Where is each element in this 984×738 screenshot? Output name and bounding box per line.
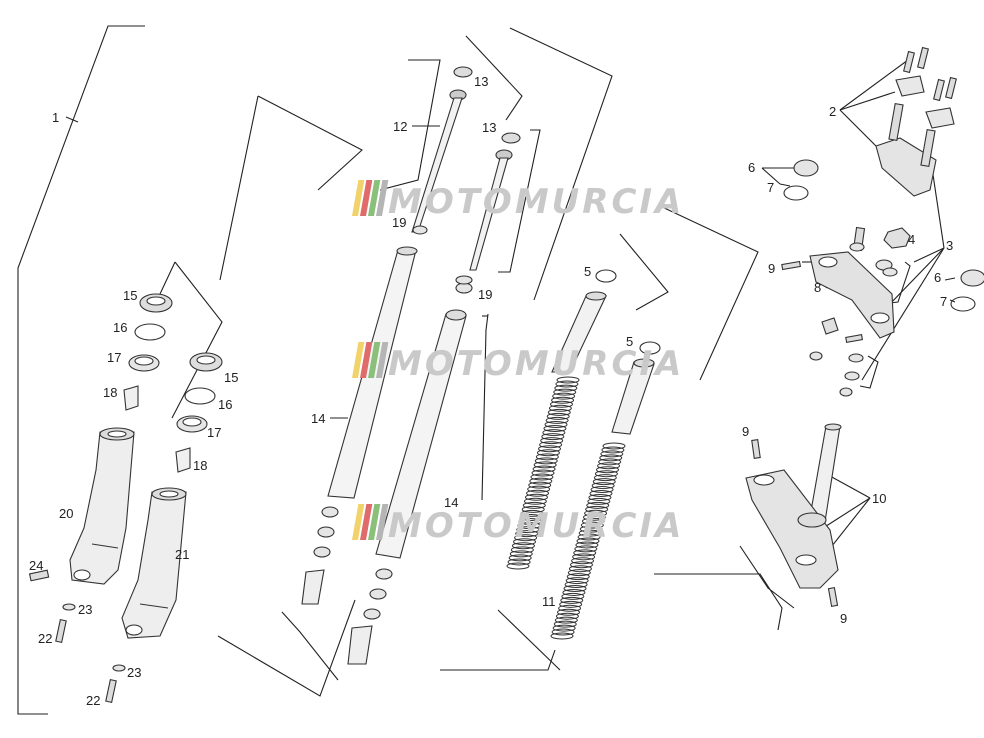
callout-23b: 23 bbox=[127, 665, 141, 680]
callout-2: 2 bbox=[829, 104, 836, 119]
callout-9a: 9 bbox=[768, 261, 775, 276]
callout-13b: 13 bbox=[482, 120, 496, 135]
callout-16b: 16 bbox=[218, 397, 232, 412]
callout-13a: 13 bbox=[474, 74, 488, 89]
callout-16a: 16 bbox=[113, 320, 127, 335]
callout-22b: 22 bbox=[86, 693, 100, 708]
callout-24: 24 bbox=[29, 558, 43, 573]
callout-7a: 7 bbox=[767, 180, 774, 195]
callout-9c: 9 bbox=[840, 611, 847, 626]
callout-15a: 15 bbox=[123, 288, 137, 303]
watermark-text: MOTOMURCIA bbox=[388, 344, 684, 384]
callout-10: 10 bbox=[872, 491, 886, 506]
callout-14b: 14 bbox=[444, 495, 458, 510]
callout-12: 12 bbox=[393, 119, 407, 134]
springs bbox=[506, 269, 661, 640]
callout-18b: 18 bbox=[193, 458, 207, 473]
callout-19b: 19 bbox=[478, 287, 492, 302]
callout-17a: 17 bbox=[107, 350, 121, 365]
fork-legs bbox=[69, 427, 187, 639]
watermark-motomurcia: MOTOMURCIA bbox=[352, 504, 684, 546]
leader-lines bbox=[17, 25, 956, 715]
watermark-text: MOTOMURCIA bbox=[388, 506, 684, 546]
callout-23a: 23 bbox=[78, 602, 92, 617]
watermark-motomurcia: MOTOMURCIA bbox=[352, 180, 684, 222]
seals-and-rings bbox=[123, 293, 223, 473]
callout-19a: 19 bbox=[392, 215, 406, 230]
callout-9b: 9 bbox=[742, 424, 749, 439]
callout-15b: 15 bbox=[224, 370, 238, 385]
callout-21: 21 bbox=[175, 547, 189, 562]
callout-22a: 22 bbox=[38, 631, 52, 646]
damper-rods bbox=[411, 66, 521, 294]
callout-8: 8 bbox=[814, 280, 821, 295]
callout-14a: 14 bbox=[311, 411, 325, 426]
callout-11: 11 bbox=[542, 594, 556, 609]
callout-5a: 5 bbox=[584, 264, 591, 279]
callout-labels: 1 2 3 4 5 5 6 6 7 7 8 9 9 9 10 11 12 13 … bbox=[29, 74, 953, 708]
callout-3: 3 bbox=[946, 238, 953, 253]
callout-5b: 5 bbox=[626, 334, 633, 349]
steering-parts bbox=[745, 46, 984, 608]
spring-coil bbox=[506, 376, 580, 570]
callout-4: 4 bbox=[908, 232, 915, 247]
callout-6b: 6 bbox=[934, 270, 941, 285]
inner-tubes bbox=[301, 246, 467, 665]
callout-7b: 7 bbox=[940, 294, 947, 309]
callout-1: 1 bbox=[52, 110, 59, 125]
spring-coil bbox=[550, 442, 626, 640]
watermark-text: MOTOMURCIA bbox=[388, 182, 684, 222]
callout-20: 20 bbox=[59, 506, 73, 521]
fasteners-left bbox=[28, 569, 126, 704]
callout-6a: 6 bbox=[748, 160, 755, 175]
callout-18a: 18 bbox=[103, 385, 117, 400]
watermark-motomurcia: MOTOMURCIA bbox=[352, 342, 684, 384]
callout-17b: 17 bbox=[207, 425, 221, 440]
watermark-group: MOTOMURCIA MOTOMURCIA MOTOMURCIA bbox=[352, 180, 684, 546]
